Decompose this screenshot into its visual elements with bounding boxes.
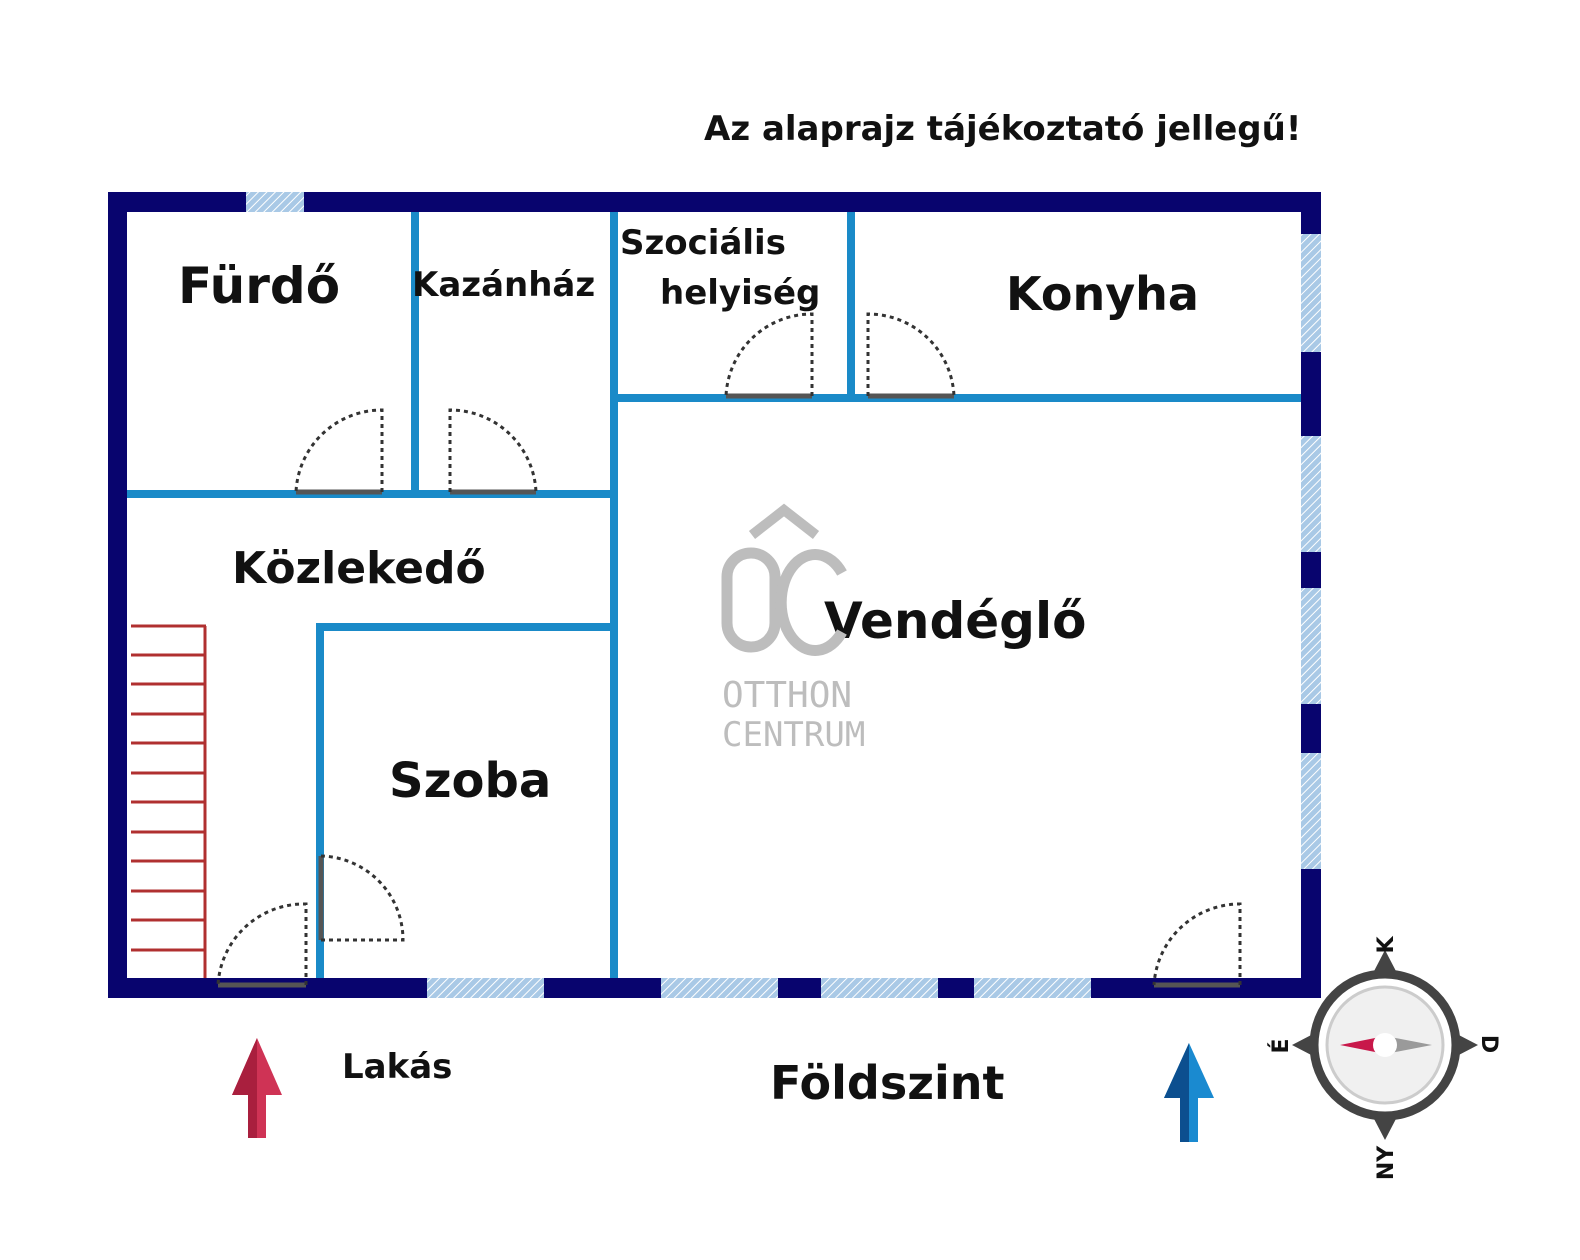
door xyxy=(448,408,538,495)
otthon-centrum-logo: OTTHON CENTRUM xyxy=(721,503,865,755)
svg-text:OTTHON: OTTHON xyxy=(722,675,852,716)
door xyxy=(724,312,814,399)
door xyxy=(294,408,384,495)
room-label-kozlekedo: Közlekedő xyxy=(232,543,486,594)
room-label-vendeglo: Vendéglő xyxy=(824,592,1086,650)
room-label-kazanhaz: Kazánház xyxy=(412,265,595,305)
window xyxy=(1301,234,1321,352)
room-label-helyiseg: helyiség xyxy=(660,273,820,313)
doors xyxy=(216,312,1242,988)
window xyxy=(661,978,778,998)
window xyxy=(974,978,1091,998)
svg-text:CENTRUM: CENTRUM xyxy=(722,715,865,755)
window xyxy=(821,978,938,998)
disclaimer-text: Az alaprajz tájékoztató jellegű! xyxy=(704,109,1301,149)
room-label-furdo: Fürdő xyxy=(178,257,340,315)
lakas-entrance-arrow-icon xyxy=(232,1038,282,1138)
door xyxy=(866,312,956,399)
inner-walls xyxy=(127,212,1301,978)
window xyxy=(1301,436,1321,552)
compass-west-label: É xyxy=(1268,1038,1294,1053)
room-label-szocialis: Szociális xyxy=(620,223,786,263)
window xyxy=(246,192,304,212)
door xyxy=(216,902,308,988)
lakas-entrance-label: Lakás xyxy=(342,1047,452,1087)
compass-south-label: NY xyxy=(1374,1145,1399,1180)
room-label-konyha: Konyha xyxy=(1006,267,1199,321)
compass-east-label: D xyxy=(1476,1035,1501,1053)
window xyxy=(427,978,544,998)
door xyxy=(318,854,405,942)
window xyxy=(1301,588,1321,704)
compass-icon: K D NY É xyxy=(1268,936,1501,1181)
door xyxy=(1152,902,1242,988)
compass-north-label: K xyxy=(1374,936,1399,954)
floor-level-label: Földszint xyxy=(770,1056,1005,1110)
windows xyxy=(246,192,1321,998)
foldszint-entrance-arrow-icon xyxy=(1164,1043,1214,1142)
room-label-szoba: Szoba xyxy=(389,753,551,809)
staircase xyxy=(131,624,207,978)
window xyxy=(1301,753,1321,869)
